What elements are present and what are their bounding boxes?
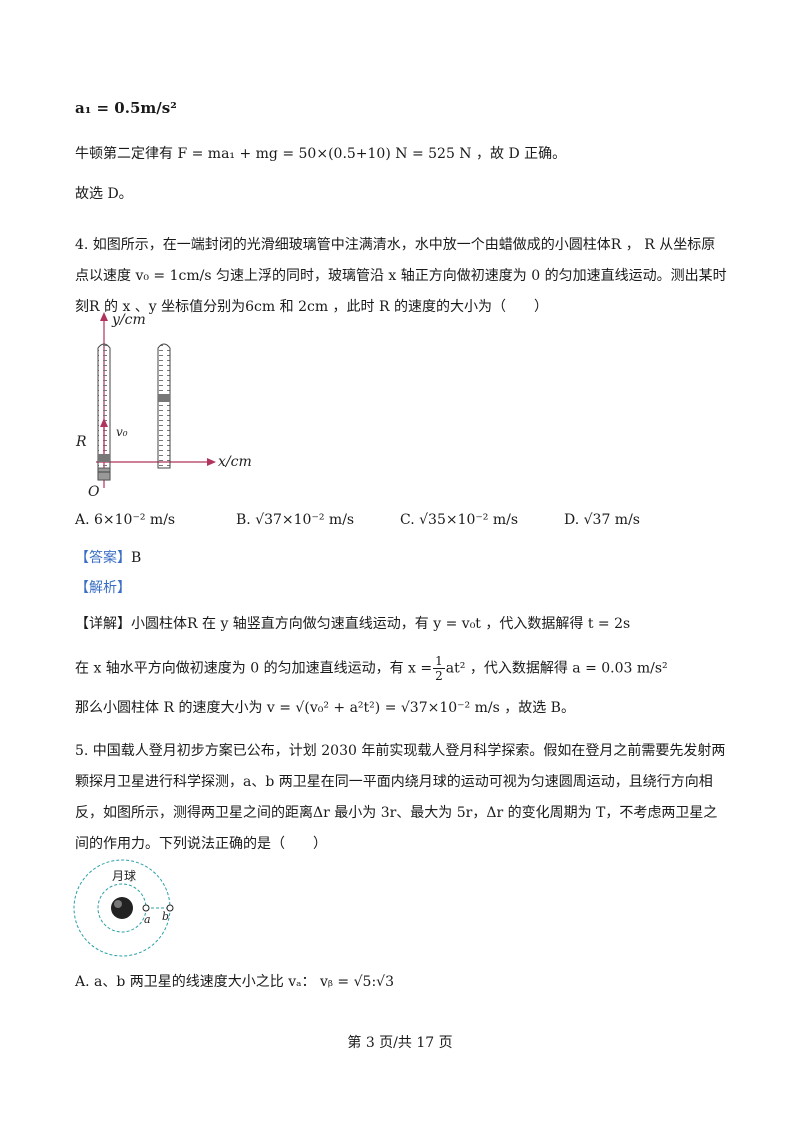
detail-text-1: 小圆柱体R 在 y 轴竖直方向做匀速直线运动，有 y = v₀t ，代入数据解得… xyxy=(131,616,631,632)
glass-tube-left xyxy=(97,343,111,481)
page-footer: 第 3 页/共 17 页 xyxy=(347,1035,453,1051)
q4-option-c[interactable]: C. √35×10⁻² m/s xyxy=(400,512,519,528)
question-5-text: 5. 中国载人登月初步方案已公布，计划 2030 年前实现载人登月科学探索。假如… xyxy=(75,743,726,852)
q4-analysis-line: 【解析】 xyxy=(75,578,131,598)
detail-text-2-pre: 在 x 轴水平方向做初速度为 0 的匀加速直线运动，有 x = xyxy=(75,660,433,677)
q4-answer-line: 【答案】B xyxy=(75,548,141,568)
y-axis-label: y/cm xyxy=(111,312,146,328)
body-label: R xyxy=(75,434,87,450)
detail-tag: 【详解】 xyxy=(75,616,131,632)
choose-d-line: 故选 D。 xyxy=(75,186,133,202)
analysis-tag: 【解析】 xyxy=(75,580,131,596)
fraction-numerator: 1 xyxy=(433,654,445,669)
question-4-text: 4. 如图所示，在一端封闭的光滑细玻璃管中注满清水，水中放一个由蜡做成的小圆柱体… xyxy=(75,237,727,315)
question-4-figure: y/cm x/cm v₀ R O xyxy=(75,312,252,500)
question-5-figure: 月球 a b xyxy=(73,859,174,957)
wax-cylinder-moved xyxy=(158,394,170,402)
newton-second-law-line: 牛顿第二定律有 F = ma₁ + mg = 50×(0.5+10) N = 5… xyxy=(75,146,567,162)
x-axis-arrow xyxy=(207,458,216,466)
y-axis-arrow xyxy=(100,312,108,321)
q4-option-a[interactable]: A. 6×10⁻² m/s xyxy=(75,512,176,528)
moon-label: 月球 xyxy=(112,869,136,883)
detail-text-2-post: at² ，代入数据解得 a = 0.03 m/s² xyxy=(445,660,668,677)
glass-tube-right xyxy=(157,343,171,469)
satellite-a-label: a xyxy=(144,913,151,926)
wax-cylinder-r xyxy=(98,454,110,462)
answer-value: B xyxy=(131,550,142,566)
satellite-b xyxy=(166,904,174,912)
q4-option-d[interactable]: D. √37 m/s xyxy=(564,512,640,528)
satellite-a xyxy=(142,904,150,912)
velocity-label: v₀ xyxy=(116,425,128,439)
moon-sphere xyxy=(111,897,133,919)
origin-label: O xyxy=(88,484,100,500)
q5-option-a[interactable]: A. a、b 两卫星的线速度大小之比 vₐ： vᵦ = √5:√3 xyxy=(75,974,394,990)
x-axis-label: x/cm xyxy=(218,454,252,470)
fraction-denominator: 2 xyxy=(435,669,443,683)
q4-option-b[interactable]: B. √37×10⁻² m/s xyxy=(236,512,355,528)
acceleration-result: a₁ = 0.5m/s² xyxy=(75,99,177,117)
answer-tag: 【答案】 xyxy=(75,550,131,566)
q4-detail-line-3: 那么小圆柱体 R 的速度大小为 v = √(v₀² + a²t²) = √37×… xyxy=(75,700,575,716)
satellite-b-label: b xyxy=(162,910,169,923)
q4-detail-line-1: 【详解】小圆柱体R 在 y 轴竖直方向做匀速直线运动，有 y = v₀t ，代入… xyxy=(75,614,630,634)
